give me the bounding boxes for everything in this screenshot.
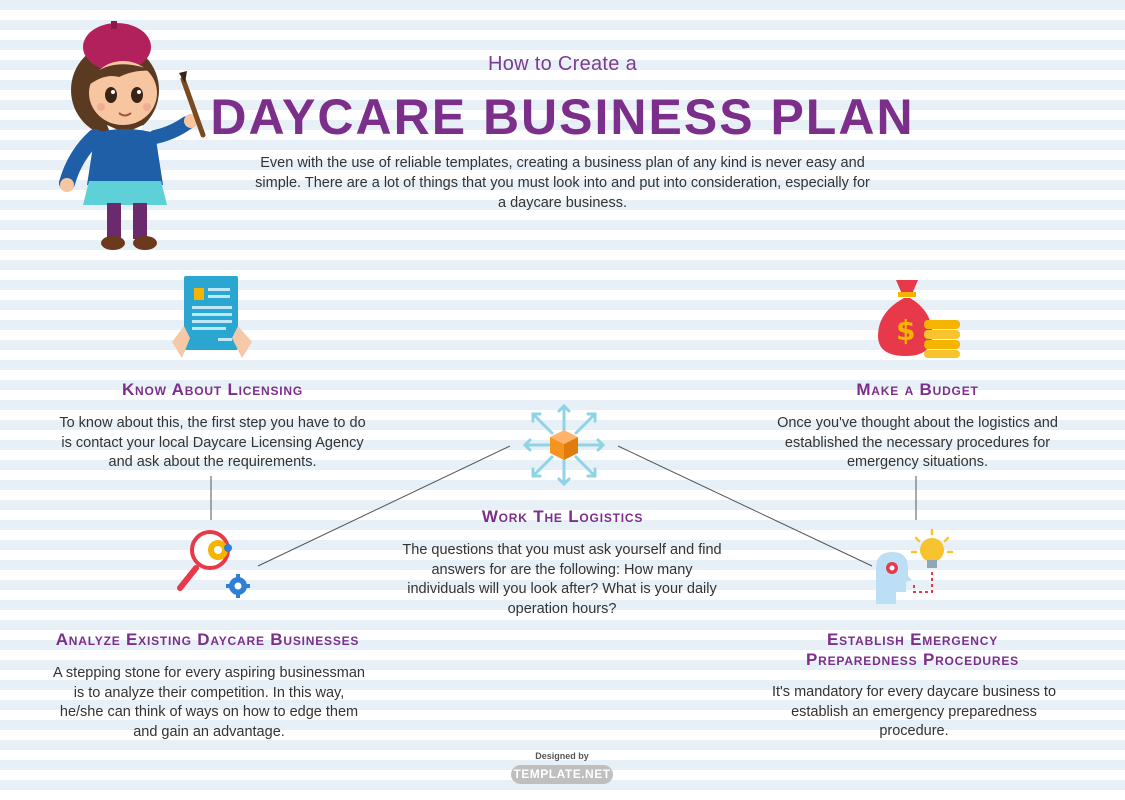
head-lightbulb-icon (876, 528, 954, 604)
emergency-heading-line2: Preparedness Procedures (806, 650, 1019, 669)
svg-text:$: $ (896, 314, 915, 347)
connector-logistics-emergency (617, 445, 873, 567)
logistics-heading: Work The Logistics (481, 507, 644, 526)
emergency-heading: Establish Emergency Preparedness Procedu… (740, 630, 1085, 670)
logistics-text: The questions that you must ask yourself… (402, 542, 722, 617)
page-title: DAYCARE BUSINESS PLAN (210, 89, 915, 145)
subtitle: How to Create a (487, 53, 637, 75)
magnifier-gears-icon (177, 530, 250, 598)
emergency-text: It's mandatory for every daycare busines… (771, 684, 1057, 739)
box-arrows-icon (522, 403, 606, 487)
money-bag-icon: $ (878, 280, 960, 358)
licensing-heading: Know About Licensing (121, 380, 304, 399)
designed-by-label: Designed by (535, 751, 589, 761)
analyze-text: A stepping stone for every aspiring busi… (53, 665, 365, 740)
budget-heading: Make a Budget (856, 380, 979, 399)
template-net-logo[interactable]: TEMPLATE.NET (511, 765, 613, 784)
girl-painter-illustration (59, 21, 206, 250)
licensing-text: To know about this, the first step you h… (59, 415, 366, 470)
intro-text: Even with the use of reliable templates,… (255, 155, 870, 211)
connector-analyze-logistics (257, 445, 511, 567)
analyze-heading: Analyze Existing Daycare Businesses (55, 630, 360, 649)
budget-text: Once you've thought about the logistics … (777, 415, 1058, 470)
licensing-document-icon (172, 276, 252, 358)
emergency-heading-line1: Establish Emergency (826, 630, 999, 649)
